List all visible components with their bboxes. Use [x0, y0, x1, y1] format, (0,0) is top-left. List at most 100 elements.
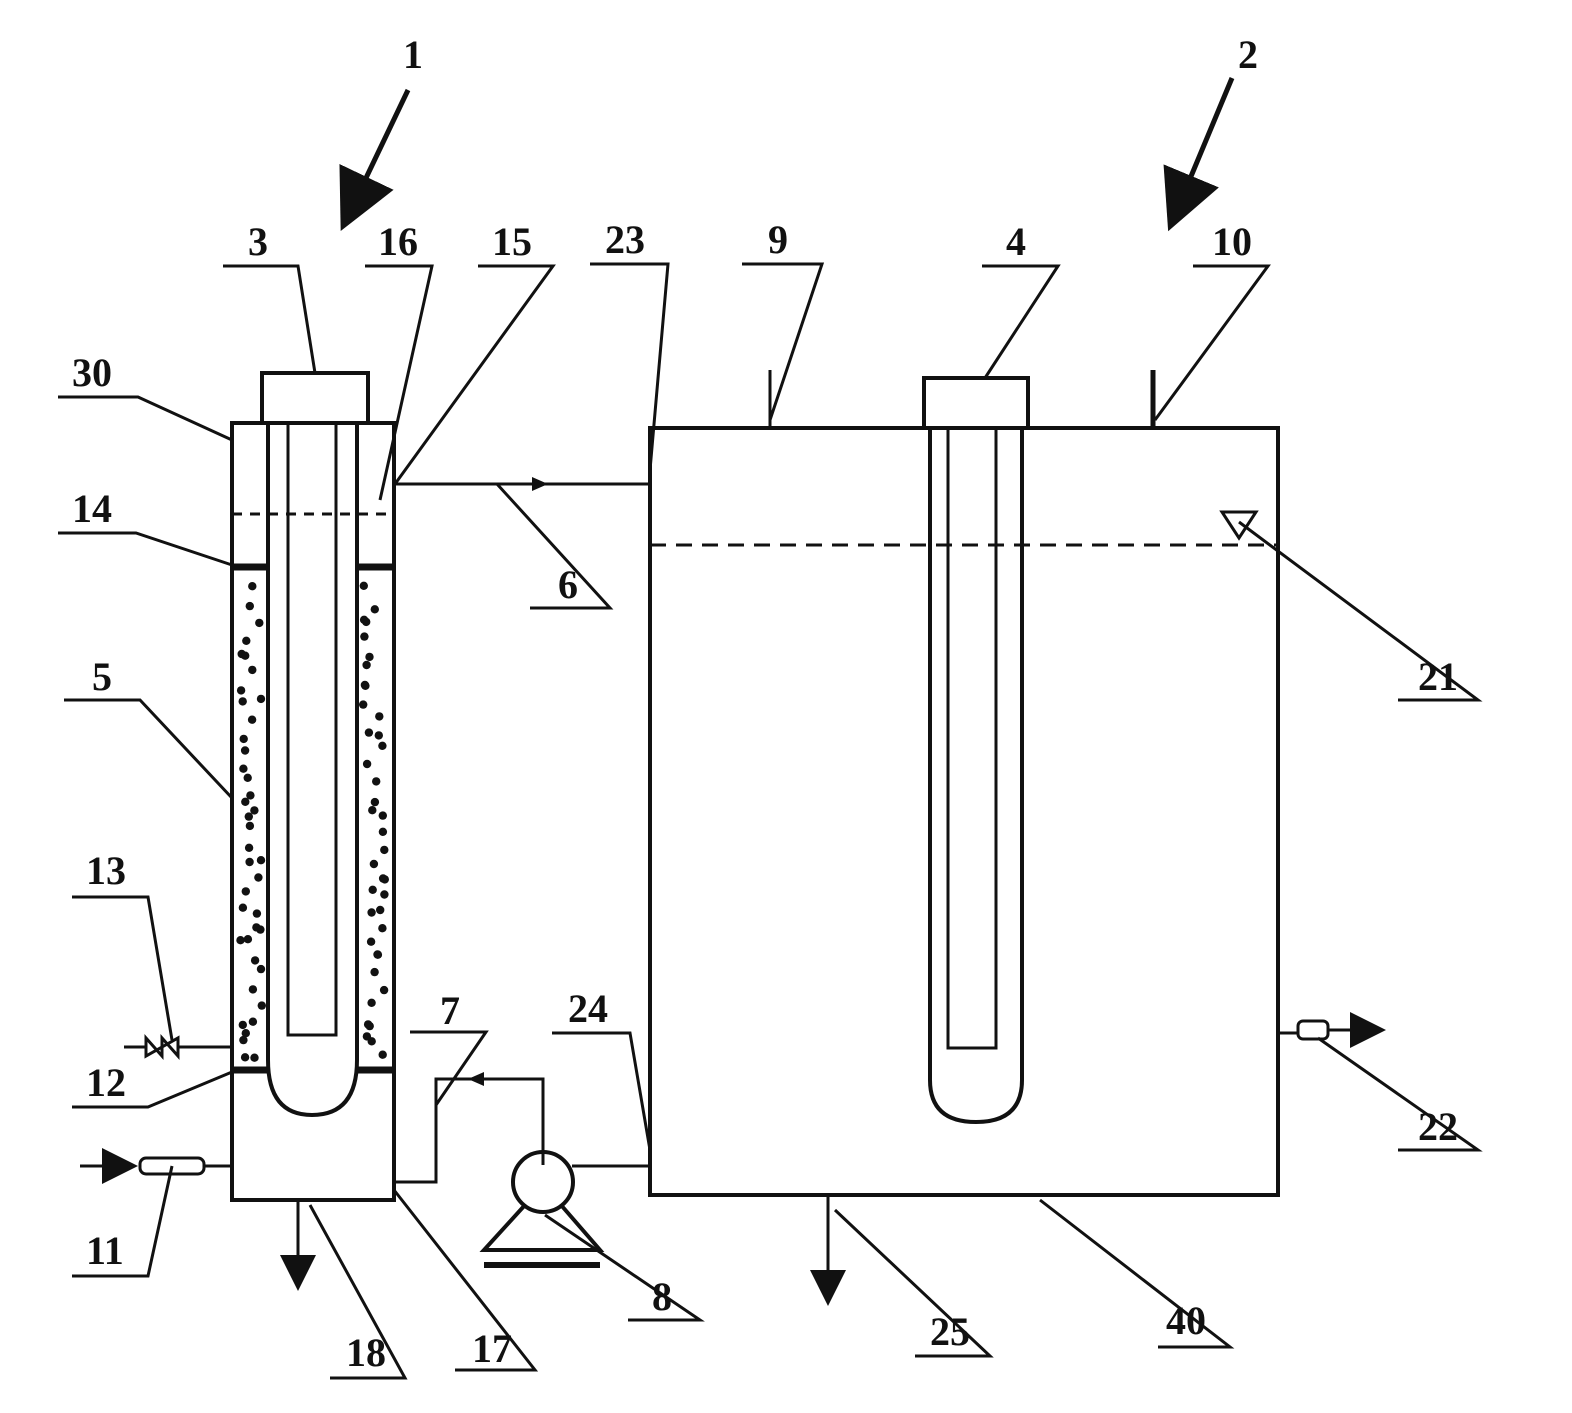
- packing-particle: [244, 843, 254, 852]
- right-electrode-cap: [922, 376, 1030, 430]
- packing-particle: [380, 890, 389, 899]
- packing-particle: [256, 856, 266, 865]
- pointer-arrow-1: [339, 88, 411, 232]
- right-tank-body: [648, 426, 1280, 1197]
- packing-particle: [256, 694, 266, 704]
- packing-particle: [373, 950, 383, 959]
- packing-particle: [378, 811, 387, 820]
- packing-particle: [243, 935, 253, 944]
- label-9: 9: [768, 217, 788, 262]
- packing-particle: [240, 746, 250, 755]
- right-tank: [648, 370, 1280, 1197]
- packing-particle: [376, 905, 385, 915]
- pump-icon: [511, 1150, 575, 1214]
- packing-particle: [250, 806, 259, 815]
- packing-particle: [359, 700, 368, 709]
- packing-particle: [365, 652, 374, 662]
- packing-particle: [241, 651, 250, 660]
- valve-13-icon: [144, 1034, 180, 1060]
- packing-particle: [367, 998, 376, 1007]
- packing-particle: [370, 797, 380, 807]
- packing-particle: [365, 1021, 374, 1031]
- packing-particle: [242, 636, 251, 645]
- packing-particle: [378, 827, 388, 836]
- packing-particle: [239, 734, 248, 744]
- piping: [80, 477, 1386, 1306]
- packing-particle: [361, 681, 370, 690]
- left-electrode-cap: [260, 371, 370, 425]
- packing-particle: [248, 665, 257, 675]
- packing-particle: [238, 903, 248, 912]
- label-14: 14: [72, 486, 112, 531]
- packing-particle: [378, 924, 387, 933]
- packing-particle: [257, 1001, 266, 1010]
- label-15: 15: [492, 219, 532, 264]
- flow-arrow-icon: [468, 1072, 484, 1086]
- packing-particle: [238, 1020, 247, 1030]
- label-10: 10: [1212, 219, 1252, 264]
- label-5: 5: [92, 654, 112, 699]
- packing-particle: [368, 885, 377, 894]
- label-4: 4: [1006, 219, 1026, 264]
- packing-particle: [375, 712, 384, 721]
- packing-particle: [378, 1050, 387, 1059]
- label-13: 13: [86, 848, 126, 893]
- packing-particle: [248, 582, 257, 591]
- packing-particle: [359, 581, 368, 590]
- packing-particle: [359, 615, 369, 624]
- packing-particle: [241, 887, 250, 896]
- label-25: 25: [930, 1309, 970, 1354]
- label-17: 17: [472, 1326, 512, 1371]
- packing-particle: [369, 859, 379, 869]
- packing-particle: [372, 777, 381, 786]
- pipe-7: [394, 1077, 545, 1184]
- label-7: 7: [440, 988, 460, 1033]
- packing-particle: [243, 773, 252, 782]
- label-21: 21: [1418, 654, 1458, 699]
- packing-particle: [378, 741, 387, 750]
- packing-particle: [380, 845, 389, 855]
- packing-particle: [244, 812, 253, 821]
- packing-particle: [252, 923, 261, 932]
- left-inner-electrode: [286, 421, 338, 1037]
- packing-particle: [241, 797, 250, 806]
- label-3: 3: [248, 219, 268, 264]
- label-16: 16: [378, 219, 418, 264]
- outlet-valve-icon: [1296, 1019, 1330, 1041]
- packing-particle: [364, 728, 374, 737]
- packing-particle: [255, 618, 264, 628]
- packing-particle: [245, 601, 254, 611]
- packing-particle: [368, 806, 377, 815]
- packing-particle: [366, 937, 376, 946]
- packing-particle: [362, 660, 371, 670]
- packing-particle: [370, 605, 379, 614]
- packing-particle: [362, 759, 372, 769]
- packing-particle: [250, 1053, 259, 1062]
- label-22: 22: [1418, 1104, 1458, 1149]
- right-inner-electrode: [946, 426, 998, 1050]
- packing-particle: [245, 857, 254, 867]
- leader-lines: [58, 262, 1483, 1380]
- pump-base: [479, 1203, 605, 1252]
- label-8: 8: [652, 1274, 672, 1319]
- packing-particle: [240, 1053, 250, 1062]
- label-2: 2: [1238, 32, 1258, 77]
- packing-particle: [250, 956, 260, 965]
- label-12: 12: [86, 1060, 126, 1105]
- packing-particle: [256, 964, 266, 974]
- packing-particle: [360, 632, 369, 641]
- left-u-tube: [266, 423, 359, 1118]
- packing-particle: [367, 908, 376, 917]
- packing-particles: [236, 581, 389, 1062]
- packing-particle: [379, 985, 389, 995]
- label-30: 30: [72, 350, 112, 395]
- packing-particle: [380, 875, 389, 884]
- packing-particle: [246, 791, 255, 800]
- right-u-tube: [928, 428, 1024, 1125]
- packing-particle: [238, 697, 247, 706]
- packing-particle: [241, 1029, 250, 1038]
- label-23: 23: [605, 217, 645, 262]
- packing-particle: [252, 909, 262, 918]
